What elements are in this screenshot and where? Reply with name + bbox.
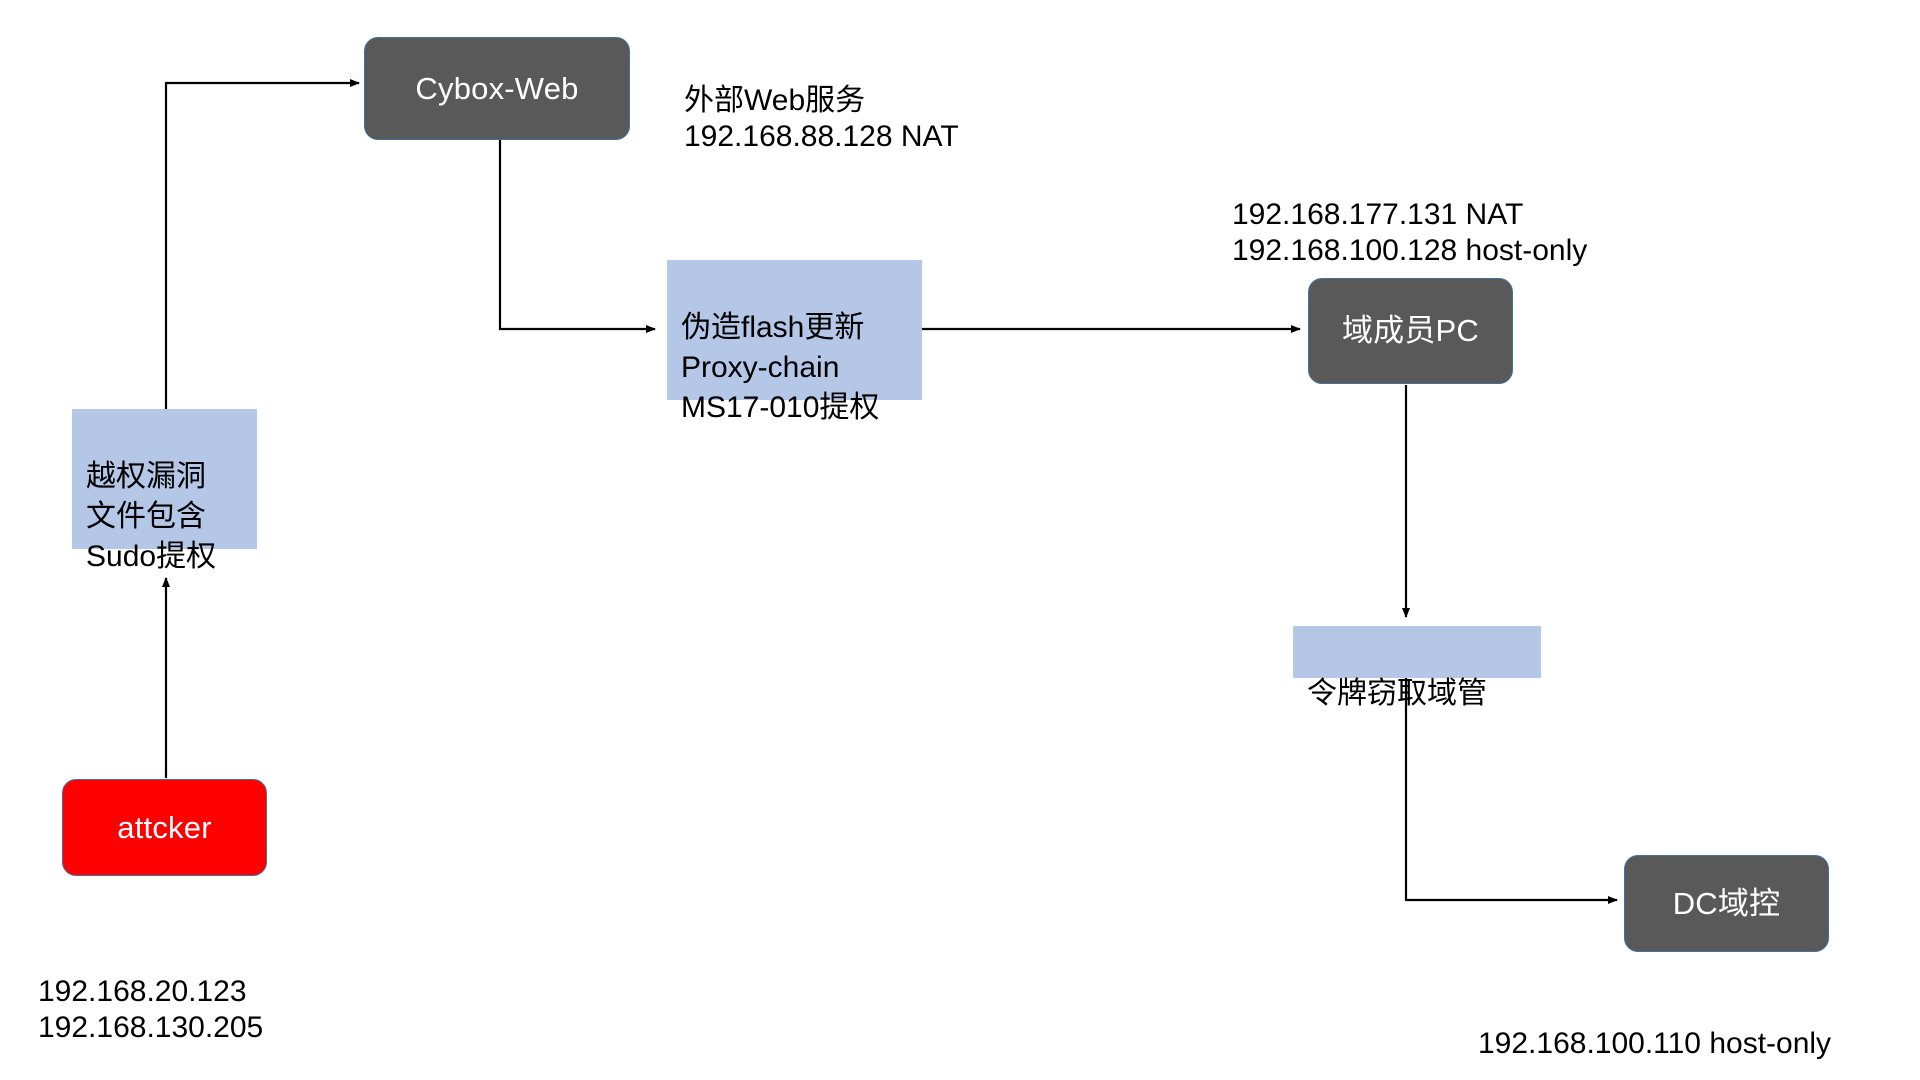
label-web-service-text: 外部Web服务 192.168.88.128 NAT (684, 83, 959, 154)
node-dc[interactable]: DC域控 (1624, 855, 1829, 952)
edge-cybox-web-to-flash-note (498, 140, 656, 333)
note-flash-update-text: 伪造flash更新 Proxy-chain MS17-010提权 (681, 310, 880, 424)
label-web-service: 外部Web服务 192.168.88.128 NAT (684, 46, 1104, 156)
label-domain-pc-ip: 192.168.177.131 NAT 192.168.100.128 host… (1232, 160, 1702, 270)
label-dc-ip: 192.168.100.110 host-only (1478, 989, 1908, 1062)
node-attacker-label: attcker (117, 809, 212, 845)
label-dc-ip-text: 192.168.100.110 host-only (1478, 1026, 1832, 1060)
label-attacker-ip-text: 192.168.20.123 192.168.130.205 (38, 974, 264, 1045)
note-web-exploit-text: 越权漏洞 文件包含 Sudo提权 (86, 459, 217, 573)
node-domain-member-pc[interactable]: 域成员PC (1308, 278, 1513, 384)
node-domain-member-pc-label: 域成员PC (1341, 313, 1480, 349)
note-flash-update[interactable]: 伪造flash更新 Proxy-chain MS17-010提权 (667, 260, 922, 424)
note-web-exploit[interactable]: 越权漏洞 文件包含 Sudo提权 (72, 409, 257, 573)
node-cybox-web[interactable]: Cybox-Web (364, 37, 630, 140)
node-cybox-web-label: Cybox-Web (415, 70, 579, 106)
note-token-theft[interactable]: 令牌窃取域管 (1293, 626, 1541, 710)
label-attacker-ip: 192.168.20.123 192.168.130.205 (38, 937, 438, 1047)
edge-attacker-to-cybox-web (164, 79, 360, 413)
label-domain-pc-ip-text: 192.168.177.131 NAT 192.168.100.128 host… (1232, 197, 1588, 268)
note-token-theft-text: 令牌窃取域管 (1307, 676, 1487, 710)
node-dc-label: DC域控 (1672, 885, 1781, 921)
node-attacker[interactable]: attcker (62, 779, 267, 876)
